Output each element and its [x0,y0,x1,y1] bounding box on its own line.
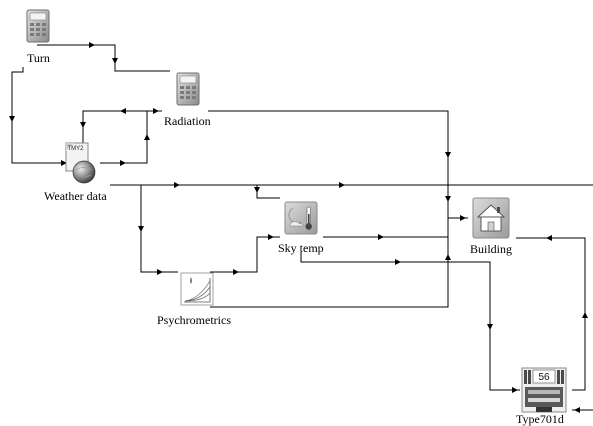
arrow [254,187,260,193]
link-weather-skytemp [256,185,280,199]
calculator-icon[interactable] [26,9,50,43]
arrow [174,182,180,188]
arrowheads [9,42,588,413]
arrow [233,269,239,275]
link-psychro-skytemp [210,236,280,273]
arrow [80,122,86,128]
arrow [582,312,588,318]
psychrometric-chart-icon[interactable] [180,272,214,306]
arrow [487,324,493,330]
arrow [61,160,67,166]
arrow [512,387,518,393]
arrow [89,42,95,48]
arrow [574,407,580,413]
arrow [138,226,144,232]
building-house-icon[interactable] [472,197,510,239]
type701d-unit-icon[interactable]: 56 [521,367,567,413]
psychrometrics-label: Psychrometrics [157,313,231,327]
link-radiation-weather [82,110,162,145]
arrow [157,269,163,275]
arrow [9,116,15,122]
weather-badge: TMY2 [68,146,85,152]
weather-reader-icon[interactable]: TMY2 [65,142,96,184]
link-type701d-building [516,237,586,391]
arrow [144,134,150,140]
link-psychro-building [210,220,449,308]
sky-temperature-icon[interactable] [284,201,318,235]
arrow [445,152,451,158]
arrow [378,234,384,240]
arrow [460,215,466,221]
arrow [120,160,126,166]
link-weather-psychro [140,185,178,273]
arrow [339,182,345,188]
sky-temp-label: Sky temp [278,241,324,255]
turn-label: Turn [27,51,50,65]
arrow [153,108,159,114]
link-turn-weather [11,67,67,164]
arrow [445,254,451,260]
type701d-label: Type701d [516,412,564,426]
arrow [445,196,451,202]
type701d-badge: 56 [538,372,550,383]
calculator-icon[interactable] [176,72,200,106]
arrow [120,108,126,114]
connection-lines [11,44,593,411]
radiation-label: Radiation [164,114,211,128]
arrow [395,259,401,265]
arrow [268,234,274,240]
weather-data-label: Weather data [44,189,107,203]
arrow [546,235,552,241]
link-radiation-building [208,110,449,218]
link-turn-out [37,44,170,72]
link-skytemp-type701d [300,252,520,391]
building-label: Building [470,242,513,256]
arrow [112,58,118,64]
